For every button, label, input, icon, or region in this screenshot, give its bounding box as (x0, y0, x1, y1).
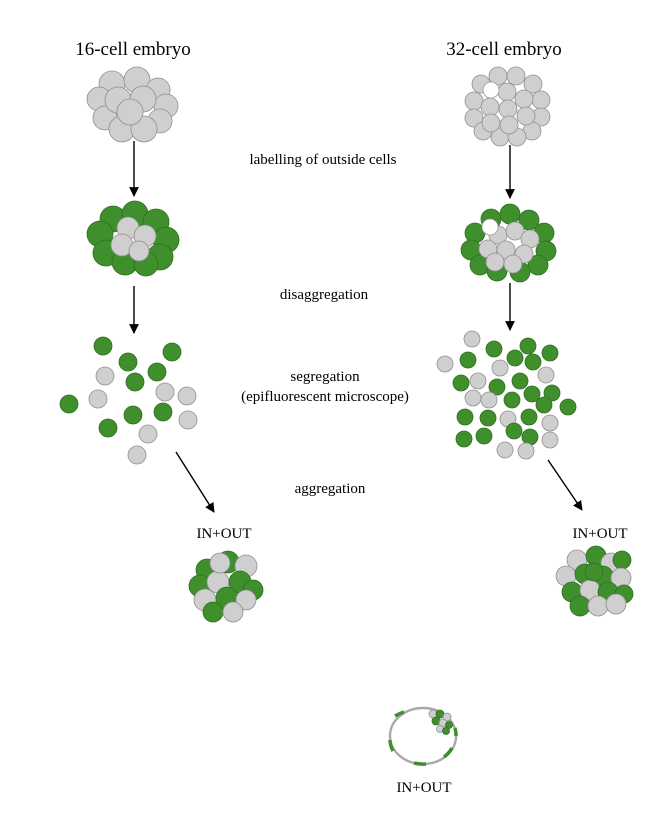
blastocyst-in-out (388, 706, 458, 766)
cells-32-disaggregated (436, 330, 577, 460)
step-disaggregation-label: disaggregation (280, 287, 369, 303)
cells-16-disaggregated (59, 336, 198, 465)
right-in-out-label: IN+OUT (572, 526, 627, 542)
step-aggregation-label: aggregation (295, 481, 366, 497)
embryo-32-cell-labelled (460, 203, 557, 283)
title-16-cell-embryo: 16-cell embryo (75, 39, 191, 60)
arrow-right-aggregation (547, 459, 583, 511)
blastocyst-in-out-label: IN+OUT (396, 780, 451, 796)
step-labelling-label: labelling of outside cells (249, 152, 396, 168)
blastocyst-inner-cell-mass (428, 709, 453, 735)
aggregate-16-in-out (188, 550, 264, 623)
step-segregation-method-label: (epifluorescent microscope) (241, 389, 409, 405)
step-segregation-label: segregation (290, 369, 360, 385)
embryo-32-cell-unlabelled (464, 66, 551, 147)
title-32-cell-embryo: 32-cell embryo (446, 39, 562, 60)
arrow-left-aggregation (175, 451, 215, 513)
aggregate-32-in-out (555, 545, 634, 617)
embryo-32-highlighted-cell (482, 81, 500, 99)
embryo-16-cell-unlabelled (86, 66, 179, 143)
left-in-out-label: IN+OUT (196, 526, 251, 542)
embryo-32-labelled-highlighted-cell (481, 218, 499, 236)
embryo-16-cell-labelled (86, 200, 180, 277)
